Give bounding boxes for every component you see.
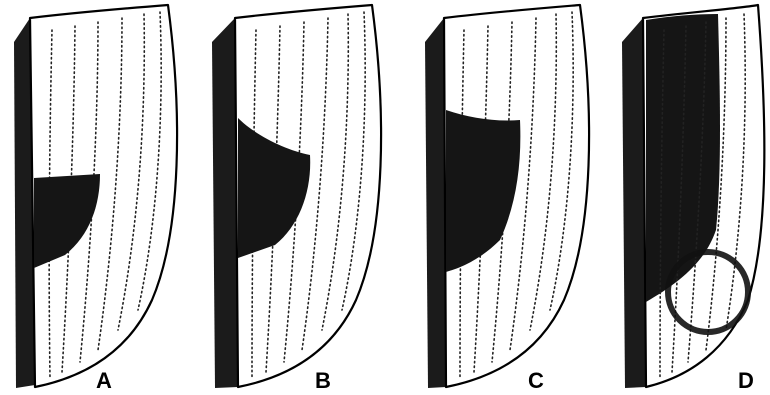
panel-c-label: C bbox=[528, 368, 544, 393]
panel-d-label: D bbox=[738, 368, 754, 393]
panel-b-label: B bbox=[315, 368, 331, 393]
panel-a: A bbox=[14, 5, 177, 393]
panel-c-side-face bbox=[425, 18, 446, 388]
panel-d: D bbox=[622, 5, 764, 393]
panel-b-side-face bbox=[212, 18, 238, 388]
panel-a-label: A bbox=[96, 368, 112, 393]
panel-b: B bbox=[212, 5, 381, 393]
panel-c: C bbox=[425, 5, 589, 393]
